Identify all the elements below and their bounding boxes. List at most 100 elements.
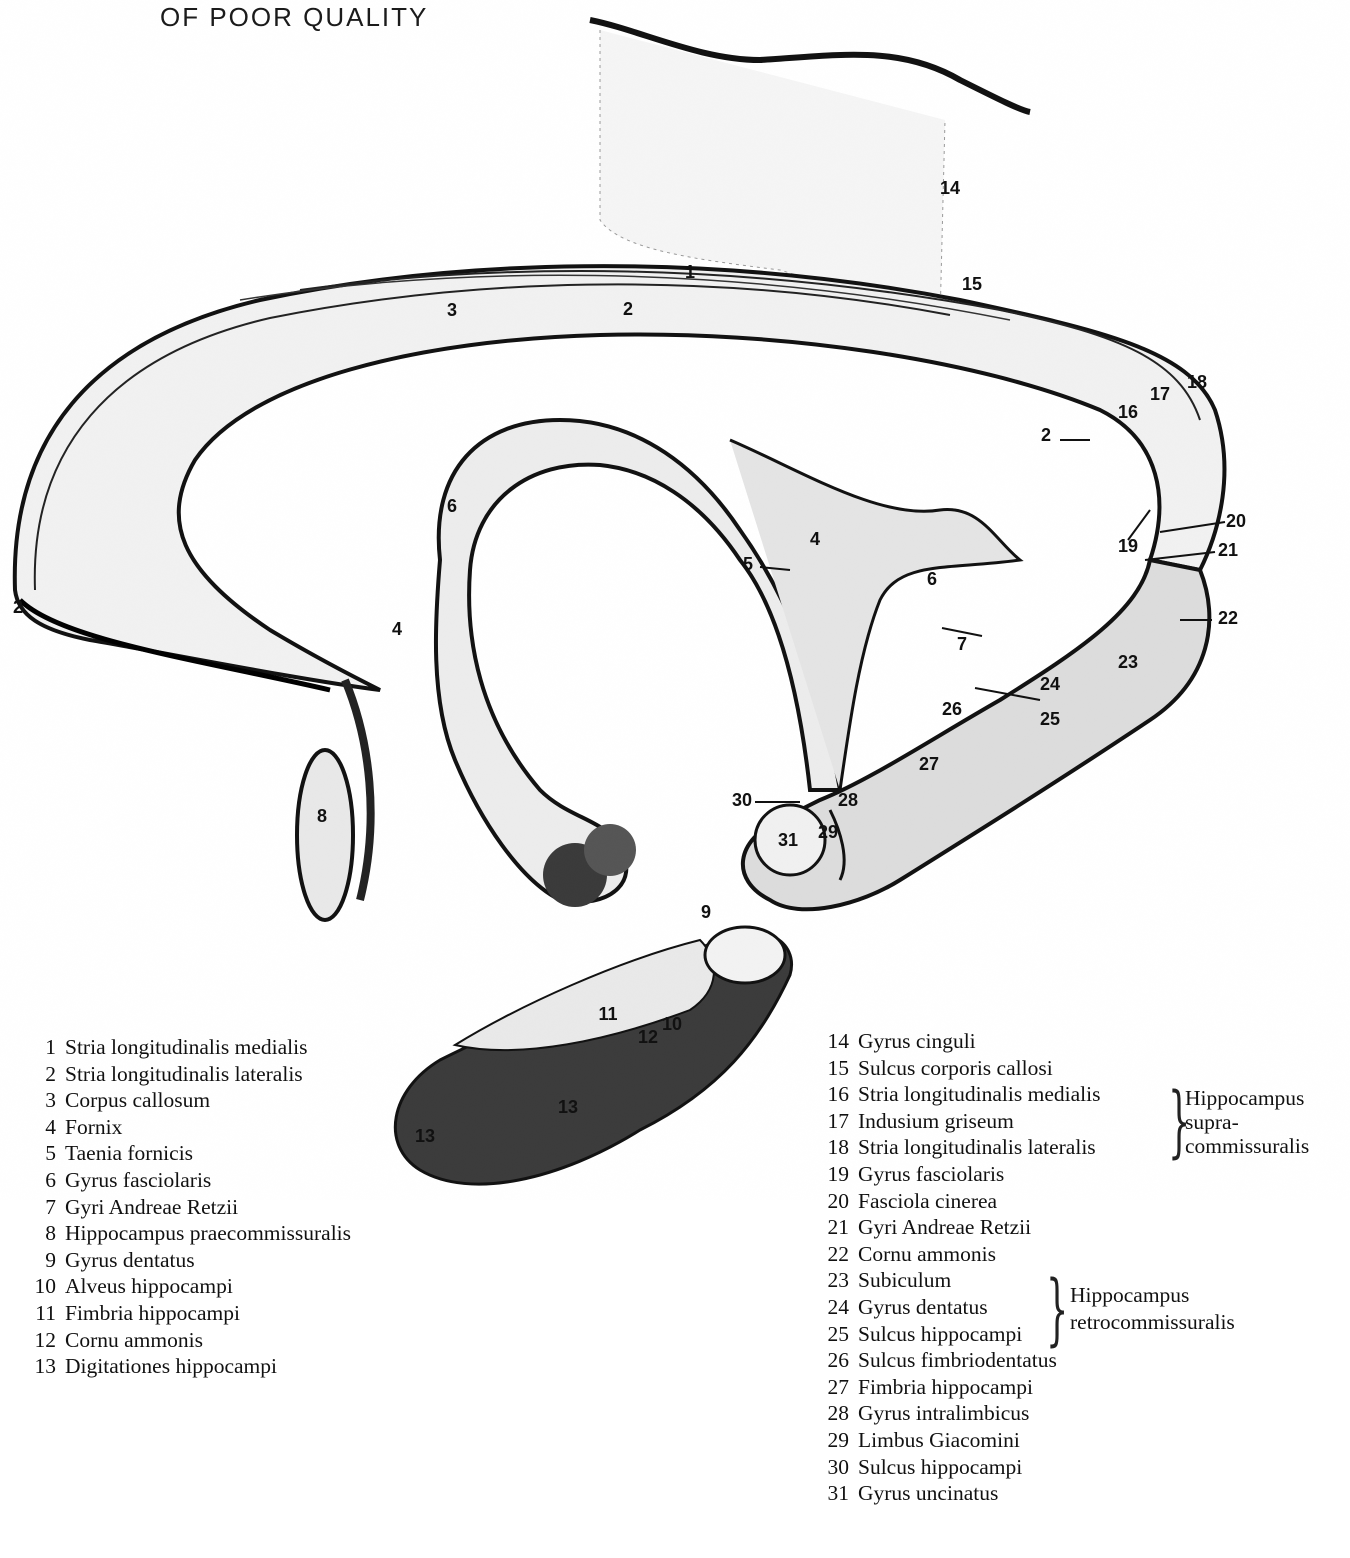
legend-item-number: 24 [823,1294,849,1321]
legend-item: 9 Gyrus dentatus [30,1247,351,1274]
legend-item-number: 22 [823,1241,849,1268]
legend-item: 13Digitationes hippocampi [30,1353,351,1380]
legend-item: 8Hippocampus praecommissuralis [30,1220,351,1247]
legend-item-text: Alveus hippocampi [65,1274,233,1298]
diagram-label-21: 21 [1218,540,1238,560]
diagram-label-5: 5 [743,554,753,574]
legend-item-text: Subiculum [858,1268,951,1292]
legend-item: 4Fornix [30,1114,351,1141]
legend-item-number: 21 [823,1214,849,1241]
legend-item-number: 20 [823,1188,849,1215]
diagram-label-20: 20 [1226,511,1246,531]
legend-item-text: Gyrus dentatus [858,1295,988,1319]
legend-item-text: Taenia fornicis [65,1141,193,1165]
diagram-label-9: 9 [701,902,711,922]
legend-item-text: Gyrus dentatus [65,1248,195,1272]
diagram-label-2: 2 [1041,425,1051,445]
legend-item: 30 Sulcus hippocampi [823,1454,1100,1481]
brace-retro: } [1046,1271,1068,1349]
legend-item-number: 10 [30,1273,56,1300]
legend-item-text: Sulcus fimbriodentatus [858,1348,1057,1372]
group-supra-line-3: commissuralis [1185,1134,1309,1158]
legend-item: 20Fasciola cinerea [823,1188,1100,1215]
legend-item-text: Gyrus fasciolaris [65,1168,211,1192]
diagram-label-15: 15 [962,274,982,294]
legend-item-text: Fimbria hippocampi [858,1375,1033,1399]
diagram-label-27: 27 [919,754,939,774]
legend-item: 6Gyrus fasciolaris [30,1167,351,1194]
legend-item-text: Stria longitudinalis lateralis [858,1135,1096,1159]
group-retro-line-2: retrocommissuralis [1070,1309,1235,1336]
legend-item-text: Gyrus uncinatus [858,1481,998,1505]
group-retro-line-1: Hippocampus [1070,1282,1235,1309]
diagram-label-22: 22 [1218,608,1238,628]
diagram-label-1: 1 [685,262,695,282]
diagram-label-16: 16 [1118,402,1138,422]
legend-item-number: 29 [823,1427,849,1454]
diagram-label-18: 18 [1187,372,1207,392]
legend-item-text: Gyri Andreae Retzii [65,1195,238,1219]
diagram-label-24: 24 [1040,674,1060,694]
legend-item-text: Stria longitudinalis medialis [858,1082,1100,1106]
legend-item-text: Indusium griseum [858,1109,1014,1133]
diagram-label-11: 11 [598,1004,617,1024]
legend-item-number: 3 [30,1087,56,1114]
legend-item-text: Digitationes hippocampi [65,1354,277,1378]
legend-item-number: 17 [823,1108,849,1135]
legend-item-number: 11 [30,1300,56,1327]
diagram-label-13: 13 [558,1097,578,1117]
diagram-label-3: 3 [447,300,457,320]
legend-item: 22Cornu ammonis [823,1241,1100,1268]
group-label-supra: Hippocampus supra- commissuralis [1185,1086,1309,1158]
legend-item-text: Fimbria hippocampi [65,1301,240,1325]
diagram-label-4: 4 [810,529,820,549]
group-supra-line-1: Hippocampus [1185,1086,1309,1110]
legend-item-number: 15 [823,1055,849,1082]
legend-left: 1Stria longitudinalis medialis2 Stria lon… [30,1034,351,1380]
legend-item: 3 Corpus callosum [30,1087,351,1114]
legend-item: 29Limbus Giacomini [823,1427,1100,1454]
diagram-label-14: 14 [940,178,960,198]
legend-item: 15 Sulcus corporis callosi [823,1055,1100,1082]
legend-item-text: Sulcus corporis callosi [858,1056,1053,1080]
diagram-label-6: 6 [927,569,937,589]
legend-item-text: Stria longitudinalis lateralis [65,1062,303,1086]
diagram-label-29: 29 [818,822,838,842]
legend-item-text: Gyrus intralimbicus [858,1401,1029,1425]
diagram-label-25: 25 [1040,709,1060,729]
legend-item-number: 16 [823,1081,849,1108]
diagram-label-4: 4 [392,619,402,639]
diagram-label-10: 10 [662,1014,682,1034]
legend-item-number: 30 [823,1454,849,1481]
legend-item-number: 9 [30,1247,56,1274]
legend-item-number: 2 [30,1061,56,1088]
legend-item: 1Stria longitudinalis medialis [30,1034,351,1061]
diagram-label-26: 26 [942,699,962,719]
group-supra-line-2: supra- [1185,1110,1309,1134]
legend-item-number: 31 [823,1480,849,1507]
legend-item: 17 Indusium griseum [823,1108,1100,1135]
legend-item-text: Sulcus hippocampi [858,1322,1022,1346]
diagram-label-2: 2 [13,597,23,617]
legend-item: 2 Stria longitudinalis lateralis [30,1061,351,1088]
diagram-label-2: 2 [623,299,633,319]
diagram-label-17: 17 [1150,384,1170,404]
diagram-label-30: 30 [732,790,752,810]
legend-item-number: 8 [30,1220,56,1247]
legend-item: 14Gyrus cinguli [823,1028,1100,1055]
legend-item: 16 Stria longitudinalis medialis [823,1081,1100,1108]
legend-item-number: 23 [823,1267,849,1294]
legend-item: 31 Gyrus uncinatus [823,1480,1100,1507]
diagram-label-12: 12 [638,1027,658,1047]
legend-item-text: Sulcus hippocampi [858,1455,1022,1479]
legend-item-text: Gyrus cinguli [858,1029,976,1053]
legend-item: 12Cornu ammonis [30,1327,351,1354]
legend-item-number: 7 [30,1194,56,1221]
diagram-label-7: 7 [957,634,967,654]
legend-item-number: 18 [823,1134,849,1161]
legend-item-number: 25 [823,1321,849,1348]
legend-item-number: 27 [823,1374,849,1401]
legend-item-number: 26 [823,1347,849,1374]
legend-item: 5Taenia fornicis [30,1140,351,1167]
legend-item-text: Corpus callosum [65,1088,210,1112]
